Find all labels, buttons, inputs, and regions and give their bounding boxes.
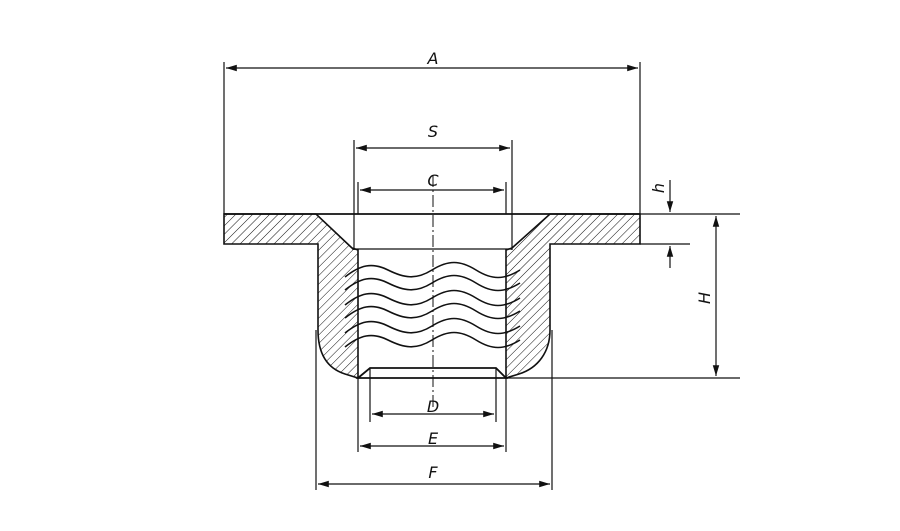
flange-left-section — [223, 213, 359, 380]
dim-label-H: H — [695, 292, 714, 304]
insert-waves — [344, 261, 521, 349]
dim-label-C: C — [427, 171, 439, 190]
dim-label-S: S — [428, 122, 438, 141]
extension-lines — [223, 62, 740, 490]
flange-right-section — [505, 213, 641, 380]
dim-label-A: A — [427, 49, 439, 68]
dim-label-F: F — [428, 463, 438, 482]
bottom-plate — [355, 367, 509, 379]
dim-label-h: h — [649, 183, 668, 193]
dim-label-E: E — [428, 429, 439, 448]
dim-label-D: D — [427, 397, 439, 416]
dimension-lines — [226, 64, 720, 488]
